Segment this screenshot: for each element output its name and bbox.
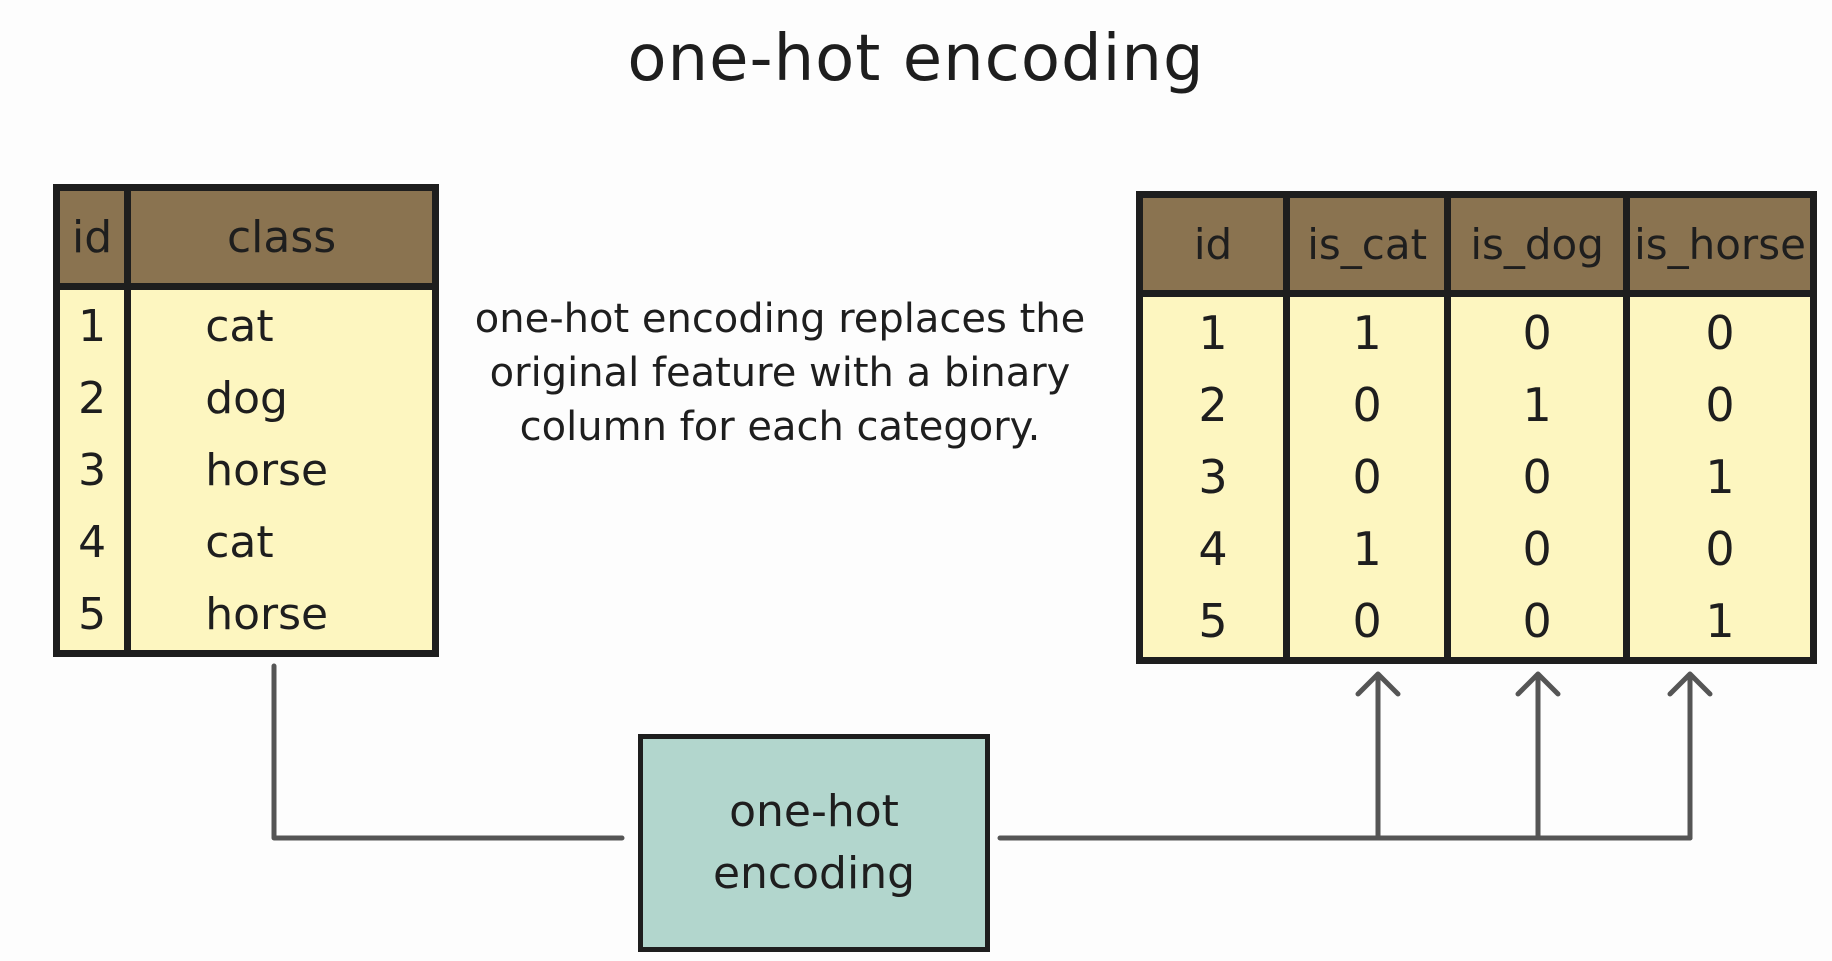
description-text: one-hot encoding replaces the original f… <box>474 296 1086 450</box>
table-row: 4 cat <box>57 506 436 578</box>
encoder-label: one-hot encoding <box>712 786 916 899</box>
output-cell-is-horse: 0 <box>1623 513 1814 585</box>
input-cell-id: 1 <box>78 300 107 352</box>
table-row: 4 1 0 0 <box>1140 513 1814 585</box>
input-cell-class: cat <box>124 286 436 362</box>
input-cell-class: dog <box>124 362 436 434</box>
output-cell-id: 3 <box>1198 450 1228 504</box>
output-cell-id: 5 <box>1198 594 1228 648</box>
output-header-is-cat: is_cat <box>1282 194 1448 297</box>
diagram-title: one-hot encoding <box>627 22 1205 96</box>
output-cell-is-cat: 1 <box>1282 293 1448 369</box>
table-row: 1 cat <box>57 286 436 362</box>
input-table-header-row: id class <box>56 187 436 290</box>
input-cell-id: 5 <box>78 588 107 640</box>
input-cell-class: horse <box>124 578 436 654</box>
output-cell-id: 4 <box>1198 522 1228 576</box>
output-cell-is-dog: 0 <box>1444 513 1627 585</box>
output-header-id: id <box>1139 194 1287 297</box>
output-cell-is-cat: 0 <box>1282 441 1448 513</box>
input-header-id: id <box>56 187 128 290</box>
input-header-class: class <box>124 187 436 290</box>
table-row: 2 dog <box>57 362 436 434</box>
output-cell-is-horse: 0 <box>1623 293 1814 369</box>
input-cell-class: horse <box>124 434 436 506</box>
table-row: 1 1 0 0 <box>1140 293 1814 369</box>
arrow-head-is-dog <box>1515 671 1561 697</box>
output-cell-is-dog: 1 <box>1444 369 1627 441</box>
encoder-box: one-hot encoding <box>638 734 990 952</box>
output-cell-is-cat: 0 <box>1282 585 1448 661</box>
table-row: 3 0 0 1 <box>1140 441 1814 513</box>
input-cell-id: 2 <box>78 372 107 424</box>
output-cell-is-horse: 0 <box>1623 369 1814 441</box>
output-cell-is-cat: 1 <box>1282 513 1448 585</box>
arrow-head-is-cat <box>1355 671 1401 697</box>
table-row: 2 0 1 0 <box>1140 369 1814 441</box>
output-cell-is-horse: 1 <box>1623 585 1814 661</box>
output-cell-id: 1 <box>1198 306 1228 360</box>
input-cell-id: 4 <box>78 516 107 568</box>
table-row: 5 0 0 1 <box>1140 585 1814 661</box>
table-row: 5 horse <box>57 578 436 654</box>
input-cell-class: cat <box>124 506 436 578</box>
table-row: 3 horse <box>57 434 436 506</box>
output-table: id is_cat is_dog is_horse 1 1 0 0 2 0 1 … <box>1136 191 1817 664</box>
output-cell-is-dog: 0 <box>1444 441 1627 513</box>
arrow-head-is-horse <box>1667 671 1713 697</box>
output-table-header-row: id is_cat is_dog is_horse <box>1139 194 1814 297</box>
input-connector-line <box>271 663 625 841</box>
output-cell-id: 2 <box>1198 378 1228 432</box>
output-header-is-dog: is_dog <box>1444 194 1627 297</box>
output-cell-is-horse: 1 <box>1623 441 1814 513</box>
output-cell-is-dog: 0 <box>1444 293 1627 369</box>
output-header-is-horse: is_horse <box>1623 194 1814 297</box>
input-cell-id: 3 <box>78 444 107 496</box>
output-cell-is-dog: 0 <box>1444 585 1627 661</box>
input-table: id class 1 cat 2 dog 3 horse 4 cat 5 hor… <box>53 184 439 657</box>
output-cell-is-cat: 0 <box>1282 369 1448 441</box>
